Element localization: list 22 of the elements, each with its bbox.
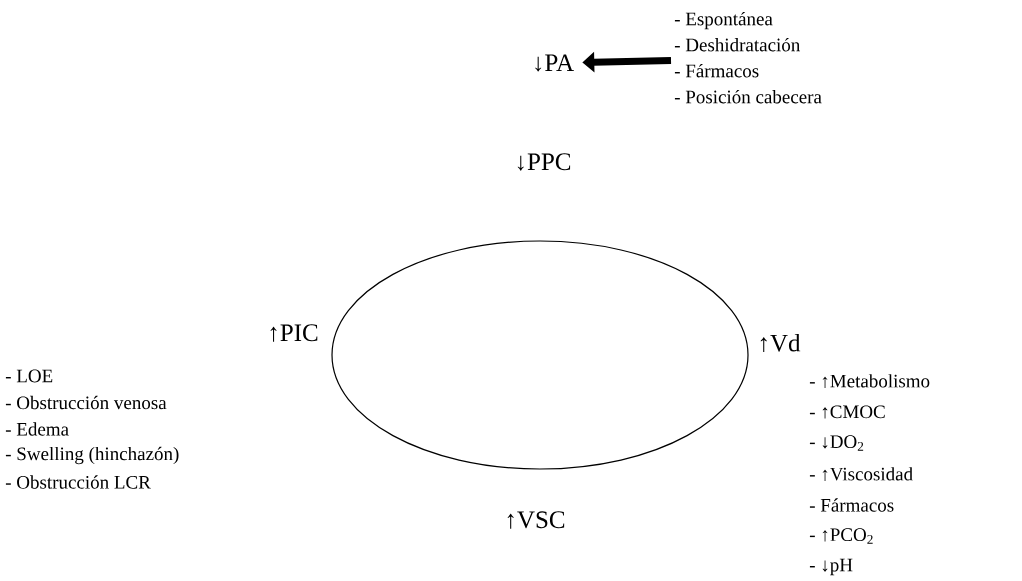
list-item: - Swelling (hinchazón) bbox=[5, 446, 179, 465]
variable-label: ↑VSC bbox=[507, 511, 565, 529]
list-item: - ↑Viscosidad bbox=[809, 467, 913, 481]
list-item: - ↑CMOC bbox=[809, 405, 885, 419]
list-item: - Obstrucción venosa bbox=[5, 395, 167, 410]
variable-label: ↑PIC bbox=[270, 324, 318, 342]
list-item: - ↓DO$_{2}$ bbox=[809, 435, 864, 451]
list-item: - Fármacos bbox=[809, 498, 894, 512]
list-item: - Espontánea bbox=[674, 12, 773, 30]
variable-label: ↓PA bbox=[535, 54, 574, 72]
cycle-ellipse bbox=[331, 240, 749, 470]
list-item: - Fármacos bbox=[674, 64, 759, 78]
list-item: - ↓pH bbox=[809, 558, 853, 576]
list-item: - ↑PCO$_{2}$ bbox=[809, 528, 873, 544]
list-item: - ↑Metabolismo bbox=[809, 374, 930, 388]
list-item: - LOE bbox=[5, 369, 53, 383]
list-item: - Obstrucción LCR bbox=[5, 475, 151, 489]
variable-label: ↓PPC bbox=[517, 153, 571, 171]
list-item: - Edema bbox=[5, 422, 69, 436]
list-item: - Deshidratación bbox=[674, 38, 800, 52]
list-item: - Posición cabecera bbox=[674, 90, 822, 104]
variable-label: ↑Vd bbox=[760, 333, 801, 353]
